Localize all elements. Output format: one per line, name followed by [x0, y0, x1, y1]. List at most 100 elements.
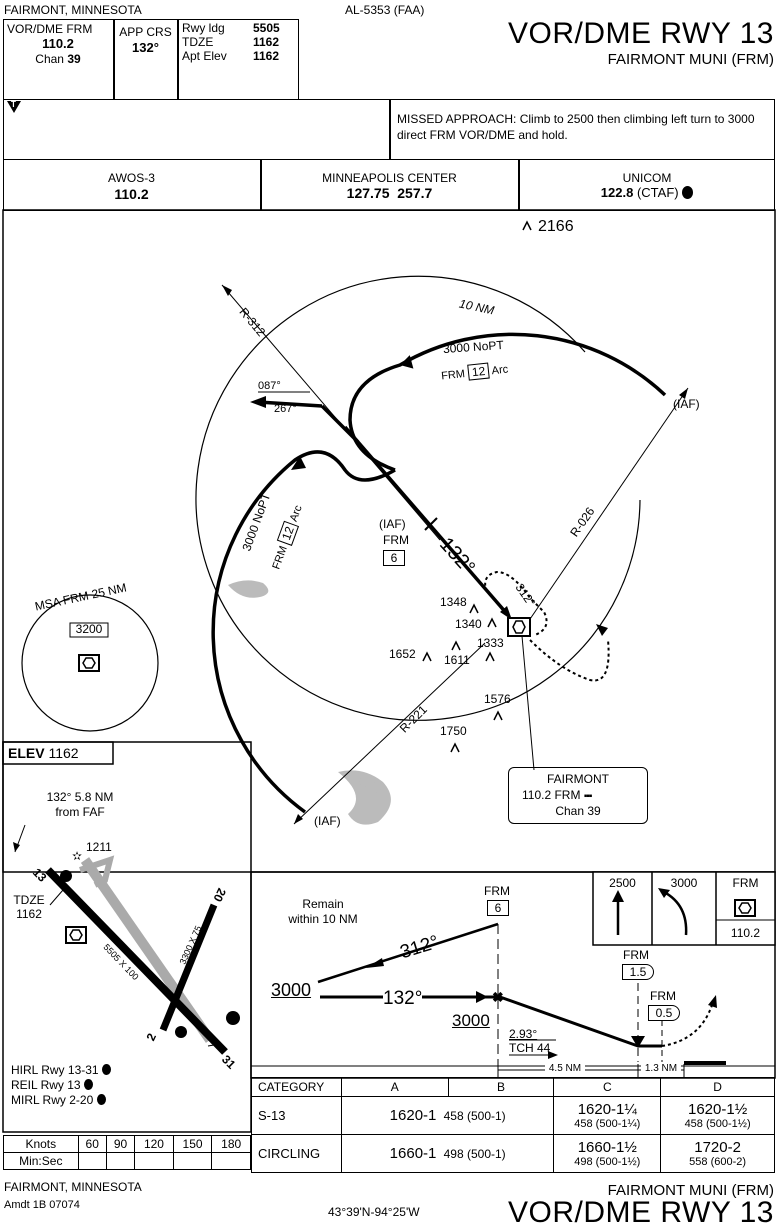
profile-alt-3000-fix: 3000 — [452, 1011, 490, 1030]
lighting-list: HIRL Rwy 13-31 REIL Rwy 13 MIRL Rwy 2-20 — [11, 1063, 111, 1108]
apt-elev-value: 1162 — [253, 49, 280, 63]
row-category: CIRCLING — [251, 1134, 342, 1173]
navaid-box — [508, 767, 648, 824]
chart-title: VOR/DME RWY 13 — [508, 17, 774, 50]
takeoff-minimums-icon — [7, 101, 21, 113]
msa-navaid-icon — [78, 654, 100, 672]
category-b: B — [447, 1077, 555, 1097]
apt-elev-label: Apt Elev — [182, 49, 227, 63]
final-approach-course — [343, 425, 510, 617]
sketch-obstacle-1211: 1211 — [86, 840, 112, 854]
left-turn-arrow-icon — [663, 890, 688, 936]
iaf-northeast: (IAF) — [673, 397, 700, 411]
missed-approach-text: MISSED APPROACH: Climb to 2500 then clim… — [397, 112, 755, 142]
apron — [79, 855, 115, 888]
msa-alt-box — [69, 622, 109, 638]
runway-13-31 — [45, 867, 228, 1055]
divider — [260, 159, 262, 211]
footer-city-state: FAIRMONT, MINNESOTA — [4, 1180, 142, 1194]
awos-label: AWOS-3 — [108, 171, 155, 185]
category-header: CATEGORY — [251, 1077, 342, 1097]
elev-label: ELEV 1162 — [8, 745, 79, 761]
arc-west-route — [211, 450, 396, 814]
ma-icon-3000: 3000 — [670, 876, 698, 890]
obstacle-icons — [422, 220, 532, 753]
pcl-icon — [101, 1064, 111, 1075]
obstacle-1348: 1348 — [440, 595, 467, 609]
lake — [228, 580, 269, 598]
category-a: A — [340, 1077, 449, 1097]
radial-arrow — [679, 388, 688, 399]
sketch-tdze-value: 1162 — [16, 907, 42, 921]
missed-profile-path — [661, 1004, 713, 1047]
profile-dist-2: 1.3 NM — [641, 1063, 681, 1074]
radial-arrow — [222, 285, 232, 296]
unicom-label: UNICOM — [622, 171, 672, 185]
minimums-table: CATEGORY A B C D S-13 1620-1 458 (500-1)… — [251, 1077, 775, 1173]
obstacle-2166: 2166 — [538, 218, 574, 235]
profile-fix-05: 0.5 — [648, 1005, 680, 1021]
vor-frequency: 110.2 — [42, 36, 74, 51]
divider — [177, 19, 179, 100]
unicom-freq: 122.8 (CTAF) — [519, 185, 775, 200]
timing-table: Knots 60 90 120 150 180 Min:Sec — [3, 1135, 251, 1170]
course-087: 087° — [258, 380, 281, 392]
minimums-ab: 1620-1 458 (500-1) — [340, 1096, 555, 1135]
profile-fix-frm: FRM — [484, 884, 510, 898]
faf-iaf-label: (IAF) — [379, 517, 406, 531]
faf-pointer-arrow — [13, 842, 20, 852]
speed-cell: 180 — [211, 1135, 251, 1153]
route-087 — [257, 400, 323, 408]
profile-fix-15-label: FRM — [623, 948, 649, 962]
profile-alt-3000: 3000 — [271, 980, 312, 1000]
outbound-312-line — [317, 922, 499, 984]
minsec-label: Min:Sec — [3, 1152, 79, 1170]
navaid-leader — [521, 635, 535, 771]
radial-arrow — [294, 814, 303, 824]
ten-nm-ring — [195, 275, 641, 721]
profile-fix-6: 6 — [487, 900, 509, 916]
msa-altitude: 3200 — [75, 622, 103, 636]
profile-dist-1: 4.5 NM — [545, 1063, 585, 1074]
rwy-ldg-value: 5505 — [253, 21, 280, 35]
procedure-id: AL-5353 (FAA) — [345, 3, 425, 17]
a5-light-icon — [226, 1011, 240, 1025]
morse-code-icon: ▪▪▪ — [583, 791, 593, 802]
minimums-ab: 1660-1 498 (500-1) — [340, 1134, 555, 1173]
radial-026-line — [527, 387, 689, 623]
navaid-freq: 110.2 FRM ▪▪▪ — [522, 788, 593, 802]
holding-pattern — [484, 570, 548, 636]
ma-icon-freq: 110.2 — [730, 926, 761, 940]
navaid-chan: Chan 39 — [555, 804, 601, 818]
divider — [518, 159, 520, 211]
beacon-icon: ✫ — [72, 849, 82, 863]
lake — [358, 776, 383, 794]
navaid-name: FAIRMONT — [547, 772, 609, 786]
footer-airport: FAIRMONT MUNI (FRM) — [607, 1182, 774, 1199]
lighting-reil: REIL Rwy 13 — [11, 1078, 111, 1093]
category-c: C — [553, 1077, 662, 1097]
ma-icon-frm: FRM — [732, 876, 759, 890]
route-arrow — [250, 396, 266, 408]
profile-remain-2: within 10 NM — [288, 912, 358, 926]
header-city-state: FAIRMONT, MINNESOTA — [4, 3, 142, 17]
pcl-icon — [96, 1094, 106, 1105]
profile-tch: TCH 44 — [509, 1041, 551, 1055]
obstacle-1340: 1340 — [455, 617, 482, 631]
tdze-pointer — [49, 889, 64, 906]
obstacle-1576: 1576 — [484, 692, 511, 706]
divider — [389, 99, 391, 160]
obstacle-1652: 1652 — [389, 647, 416, 661]
runway-2-20 — [159, 903, 218, 1032]
faf-dme-box: 6 — [383, 550, 405, 566]
profile-fix-05-label: FRM — [650, 989, 676, 1003]
center-freq: 127.75 257.7 — [346, 185, 433, 201]
faf-fix-label: FRM — [383, 533, 409, 547]
faf-note-1: 132° 5.8 NM — [46, 790, 114, 804]
obstacle-1611: 1611 — [444, 653, 470, 667]
